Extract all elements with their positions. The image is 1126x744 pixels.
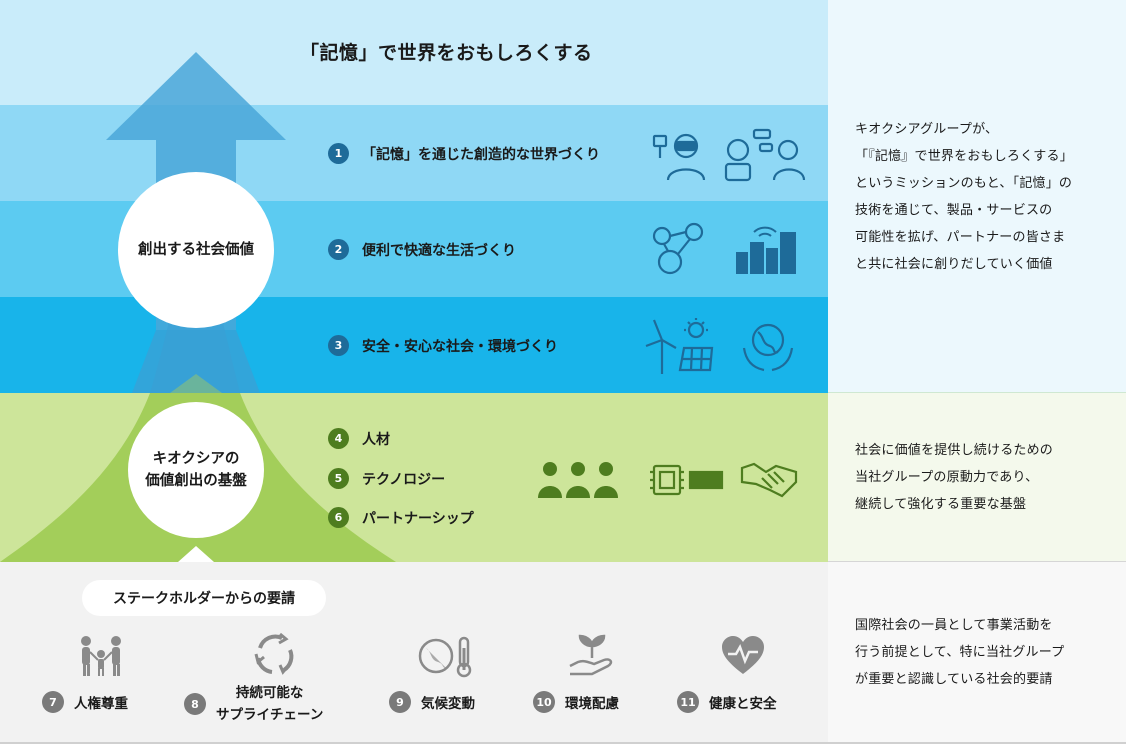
desc-line: 技術を通じて、製品・サービスの xyxy=(855,203,1053,218)
stakeholder-number-9: 9 xyxy=(389,691,411,713)
people-icon xyxy=(538,462,618,498)
social-value-circle: 創出する社会価値 xyxy=(118,172,274,328)
vr-headset-person-icon xyxy=(652,133,706,181)
social-value-label: 創出する社会価値 xyxy=(138,241,254,258)
stakeholder-label-11: 健康と安全 xyxy=(709,696,777,712)
foundation-label-4: 人材 xyxy=(362,431,390,448)
value-label-2: 便利で快適な生活づくり xyxy=(362,242,516,259)
stakeholder-item-11: 11 健康と安全 xyxy=(677,691,777,713)
value-item-1: 1 「記憶」を通じた創造的な世界づくり xyxy=(328,143,600,164)
panel-foundation xyxy=(828,393,1126,561)
panel-stakeholders xyxy=(828,562,1126,744)
foundation-number-5: 5 xyxy=(328,468,349,489)
foundation-description: 社会に価値を提供し続けるための 当社グループの原動力であり、 継続して強化する重… xyxy=(855,437,1053,518)
stakeholder-item-10: 10 環境配慮 xyxy=(533,691,619,713)
panel-social-value xyxy=(828,0,1126,392)
foundation-item-5: 5 テクノロジー xyxy=(328,468,445,489)
desc-line: 社会に価値を提供し続けるための xyxy=(855,443,1054,458)
foundation-label-line2: 価値創出の基盤 xyxy=(145,473,247,489)
stakeholder-label-7: 人権尊重 xyxy=(74,696,128,712)
globe-hands-icon xyxy=(742,323,794,372)
value-item-2: 2 便利で快適な生活づくり xyxy=(328,239,516,260)
panel-divider-2 xyxy=(828,561,1126,562)
sprout-hand-icon xyxy=(569,634,613,676)
stakeholder-number-10: 10 xyxy=(533,691,555,713)
desc-line: 国際社会の一員として事業活動を xyxy=(855,618,1053,633)
chip-icon xyxy=(650,464,724,496)
globe-thermometer-icon xyxy=(418,636,472,678)
foundation-label-5: テクノロジー xyxy=(362,471,446,488)
value-number-1: 1 xyxy=(328,143,349,164)
desc-line: 行う前提として、特に当社グループ xyxy=(855,645,1065,660)
foundation-number-6: 6 xyxy=(328,507,349,528)
stakeholders-label: ステークホルダーからの要請 xyxy=(82,580,326,616)
stakeholder-label-8: 持続可能な サプライチェーン xyxy=(216,682,323,726)
foundation-circle: キオクシアの 価値創出の基盤 xyxy=(128,402,264,538)
robot-chat-icon xyxy=(724,128,806,182)
family-icon xyxy=(81,636,121,676)
wind-solar-icon xyxy=(645,318,714,374)
foundation-label-line1: キオクシアの xyxy=(152,450,240,467)
stakeholder-number-11: 11 xyxy=(677,691,699,713)
desc-line: というミッションのもと、「記憶」の xyxy=(855,176,1073,191)
desc-line: 「『記憶』で世界をおもしろくする」 xyxy=(855,149,1073,164)
value-label-1: 「記憶」を通じた創造的な世界づくり xyxy=(362,146,600,163)
heart-pulse-icon xyxy=(722,636,764,674)
smart-city-icon xyxy=(736,226,796,274)
desc-line: 当社グループの原動力であり、 xyxy=(855,470,1039,485)
stakeholders-description: 国際社会の一員として事業活動を 行う前提として、特に当社グループ が重要と認識し… xyxy=(855,612,1064,693)
value-label-3: 安全・安心な社会・環境づくり xyxy=(362,338,558,355)
social-value-description: キオクシアグループが、 「『記憶』で世界をおもしろくする」 というミッションのも… xyxy=(855,116,1073,278)
stakeholder-item-9: 9 気候変動 xyxy=(389,691,475,713)
foundation-label-6: パートナーシップ xyxy=(362,510,474,527)
stakeholder-label-8-line1: 持続可能な xyxy=(235,685,304,701)
bottom-edge xyxy=(0,742,1126,744)
foundation-label: キオクシアの 価値創出の基盤 xyxy=(145,448,247,493)
stakeholder-number-8: 8 xyxy=(184,693,206,715)
stakeholder-label-10: 環境配慮 xyxy=(565,696,619,712)
people-network-icon xyxy=(652,222,704,275)
desc-line: と共に社会に創りだしていく価値 xyxy=(855,257,1053,272)
stakeholder-label-9: 気候変動 xyxy=(421,696,475,712)
stakeholder-item-7: 7 人権尊重 xyxy=(42,691,128,713)
foundation-number-4: 4 xyxy=(328,428,349,449)
foundation-item-4: 4 人材 xyxy=(328,428,390,449)
stakeholder-number-7: 7 xyxy=(42,691,64,713)
stakeholder-label-8-line2: サプライチェーン xyxy=(216,707,324,723)
desc-line: 可能性を拡げ、パートナーの皆さま xyxy=(855,230,1066,245)
stakeholder-item-8: 8 持続可能な サプライチェーン xyxy=(184,682,323,726)
value-number-3: 3 xyxy=(328,335,349,356)
desc-line: 継続して強化する重要な基盤 xyxy=(855,497,1027,512)
value-number-2: 2 xyxy=(328,239,349,260)
desc-line: キオクシアグループが、 xyxy=(855,122,999,137)
foundation-item-6: 6 パートナーシップ xyxy=(328,507,474,528)
value-item-3: 3 安全・安心な社会・環境づくり xyxy=(328,335,558,356)
panel-divider-1 xyxy=(828,392,1126,393)
mission-title: 「記憶」で世界をおもしろくする xyxy=(300,42,593,64)
desc-line: が重要と認識している社会的要請 xyxy=(855,672,1053,687)
handshake-icon xyxy=(740,462,798,498)
recycle-icon xyxy=(254,632,294,675)
